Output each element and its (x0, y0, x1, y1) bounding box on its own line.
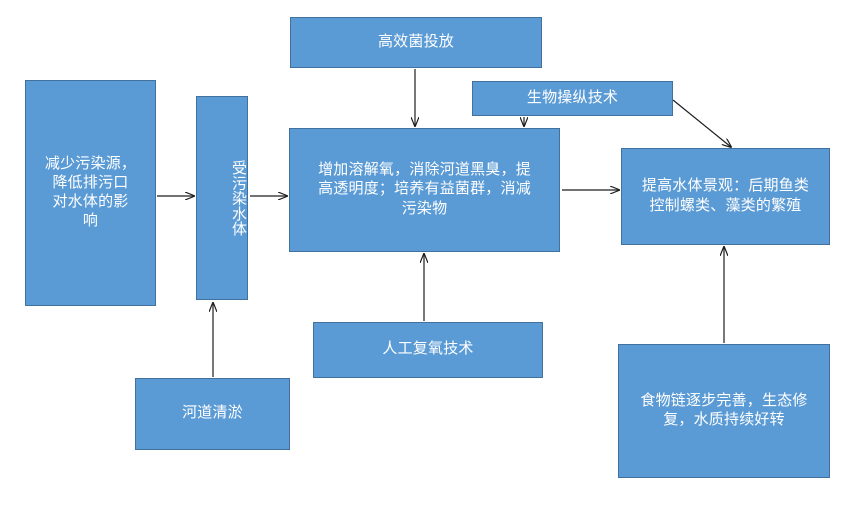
node-river-dredging[interactable]: 河道清淤 (135, 378, 290, 450)
node-polluted-water-body[interactable]: 受污染水体 (196, 96, 248, 300)
node-artificial-reoxygenation-technology[interactable]: 人工复氧技术 (313, 322, 543, 378)
node-label: 减少污染源， 降低排污口 对水体的影 响 (44, 155, 137, 230)
node-improve-water-landscape[interactable]: 提高水体景观：后期鱼类 控制螺类、藻类的繁殖 (621, 148, 830, 245)
node-label: 增加溶解氧，消除河道黑臭，提 高透明度；培养有益菌群，消减 污染物 (318, 162, 531, 217)
node-label: 生物操纵技术 (526, 89, 619, 106)
node-reduce-pollution-source[interactable]: 减少污染源， 降低排污口 对水体的影 响 (25, 80, 156, 306)
node-biomanipulation-technology[interactable]: 生物操纵技术 (472, 81, 673, 116)
node-label: 食物链逐步完善，生态修 复，水质持续好转 (640, 392, 808, 428)
edge-biomanipulation-technology-to-improve-water-landscape (672, 99, 731, 147)
node-high-efficiency-bacteria-dosing[interactable]: 高效菌投放 (290, 17, 542, 68)
node-label: 受污染水体 (230, 160, 246, 236)
node-food-chain-restoration[interactable]: 食物链逐步完善，生态修 复，水质持续好转 (618, 344, 830, 478)
node-label: 河道清淤 (182, 405, 243, 422)
node-label: 高效菌投放 (377, 33, 454, 50)
node-increase-dissolved-oxygen[interactable]: 增加溶解氧，消除河道黑臭，提 高透明度；培养有益菌群，消减 污染物 (289, 128, 560, 252)
node-label: 人工复氧技术 (382, 341, 474, 358)
node-label: 提高水体景观：后期鱼类 控制螺类、藻类的繁殖 (641, 178, 810, 214)
